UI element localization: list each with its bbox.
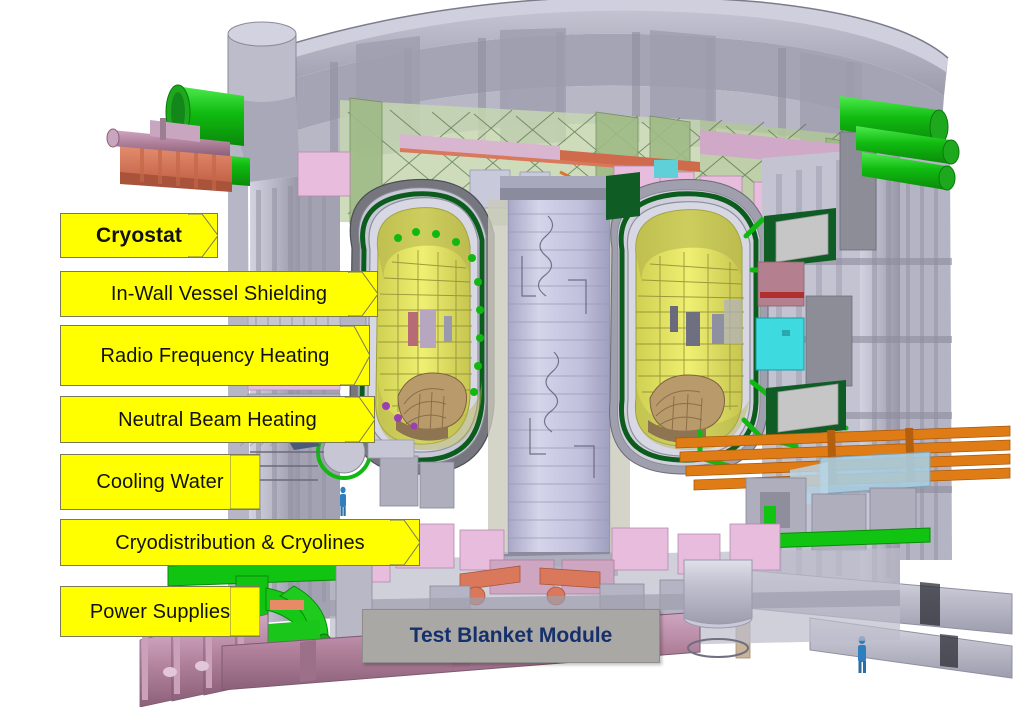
- external-pipes-left: [106, 118, 232, 192]
- callout-cooling-water[interactable]: Cooling Water: [60, 454, 260, 510]
- arrow-tip-icon: [345, 397, 375, 442]
- callout-neutral-beam-heating[interactable]: Neutral Beam Heating: [60, 396, 375, 443]
- test-blanket-module-label: Test Blanket Module: [409, 624, 613, 647]
- arrow-tip-icon: [340, 326, 370, 385]
- callout-label: Power Supplies: [89, 600, 231, 623]
- human-figure-scale-left: [340, 486, 346, 516]
- vacuum-vessel-right-cross-section: [606, 172, 849, 475]
- arrow-tip-icon: [348, 272, 378, 316]
- callout-label: Cryodistribution & Cryolines: [115, 531, 365, 554]
- cryoline-green-cylinders-right: [840, 96, 960, 191]
- callout-cryostat[interactable]: Cryostat: [60, 213, 218, 258]
- callout-cryodistribution-cryolines[interactable]: Cryodistribution & Cryolines: [60, 519, 420, 566]
- callout-label: Neutral Beam Heating: [118, 408, 317, 431]
- callout-label: Cooling Water: [96, 471, 224, 493]
- callout-label: Radio Frequency Heating: [100, 344, 330, 367]
- central-solenoid-column: [488, 176, 630, 576]
- callout-power-supplies[interactable]: Power Supplies: [60, 586, 260, 637]
- callout-in-wall-vessel-shielding[interactable]: In-Wall Vessel Shielding: [60, 271, 378, 317]
- callout-radio-frequency-heating[interactable]: Radio Frequency Heating: [60, 325, 370, 386]
- arrow-tip-icon: [390, 520, 420, 565]
- callout-label: In-Wall Vessel Shielding: [110, 283, 328, 305]
- arrow-tip-icon: [230, 455, 260, 509]
- test-blanket-module-box[interactable]: Test Blanket Module: [362, 609, 660, 663]
- callout-label: Cryostat: [96, 224, 182, 247]
- arrow-tip-icon: [188, 214, 218, 257]
- vacuum-vessel-left-cross-section: [316, 178, 495, 480]
